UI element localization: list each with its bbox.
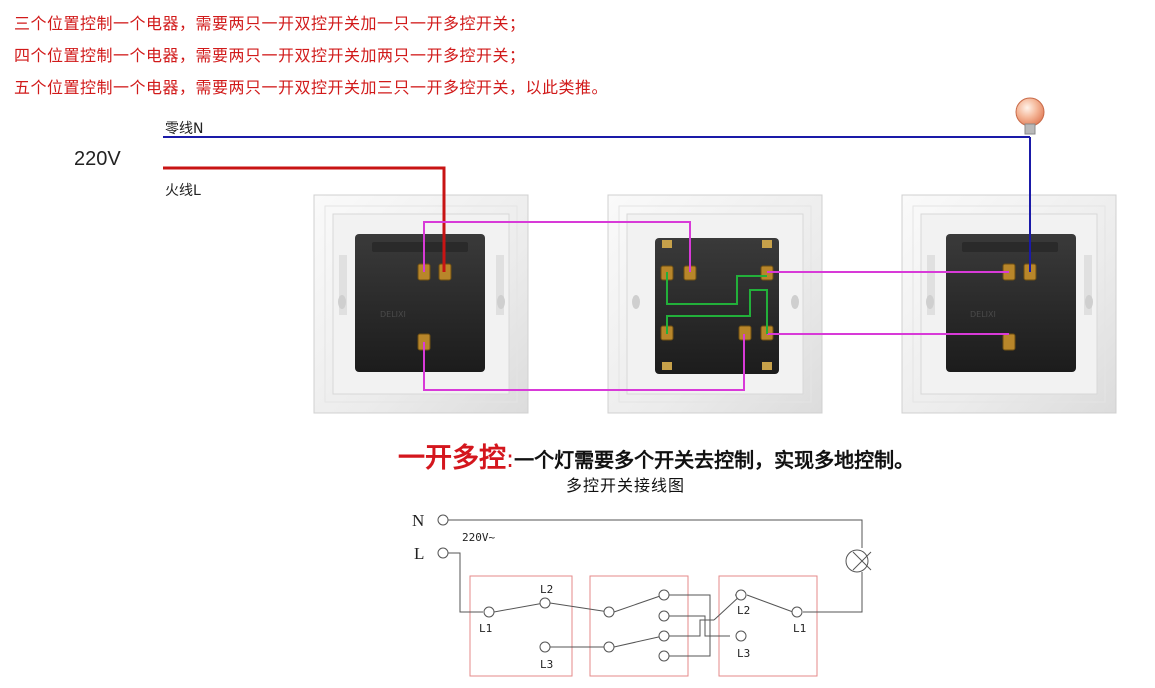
switch-plate-left: DELIXI: [313, 194, 529, 414]
caption: 一开多控:一个灯需要多个开关去控制，实现多地控制。: [398, 436, 914, 475]
note-three-positions: 三个位置控制一个电器，需要两只一开双控开关加一只一开多控开关；: [14, 14, 526, 33]
left-switch-l2: L2: [540, 583, 553, 596]
right-switch-l1: L1: [793, 622, 806, 635]
lamp-icon: [1015, 97, 1045, 135]
brand-mark-left: DELIXI: [380, 310, 406, 319]
terminals: [417, 263, 1037, 351]
schematic-diagram: N L 220V~: [412, 511, 872, 677]
live-wire: [163, 166, 446, 272]
schematic-voltage: 220V~: [462, 531, 495, 544]
live-label: 火线L: [165, 183, 201, 199]
traveller-wires: [423, 221, 1009, 391]
left-switch-l1: L1: [479, 622, 492, 635]
note-five-positions: 五个位置控制一个电器，需要两只一开双控开关加三只一开多控开关，以此类推。: [14, 78, 609, 97]
right-switch-l2: L2: [737, 604, 750, 617]
supply-voltage: 220V: [74, 148, 121, 170]
note-four-positions: 四个位置控制一个电器，需要两只一开双控开关加两只一开多控开关；: [14, 46, 526, 65]
caption-highlight: 一开多控: [398, 443, 506, 474]
schematic-title: 多控开关接线图: [566, 476, 686, 495]
schematic-n-label: N: [412, 511, 424, 530]
right-switch-l3: L3: [737, 647, 750, 660]
brand-mark-right: DELIXI: [970, 310, 996, 319]
caption-separator: :: [506, 445, 515, 473]
caption-text: 一个灯需要多个开关去控制，实现多地控制。: [514, 448, 915, 472]
left-switch-l3: L3: [540, 658, 553, 671]
neutral-label: 零线N: [165, 121, 204, 137]
bridge-wires: [666, 272, 768, 334]
switch-plate-right: DELIXI: [901, 194, 1117, 414]
schematic-l-label: L: [414, 544, 424, 563]
